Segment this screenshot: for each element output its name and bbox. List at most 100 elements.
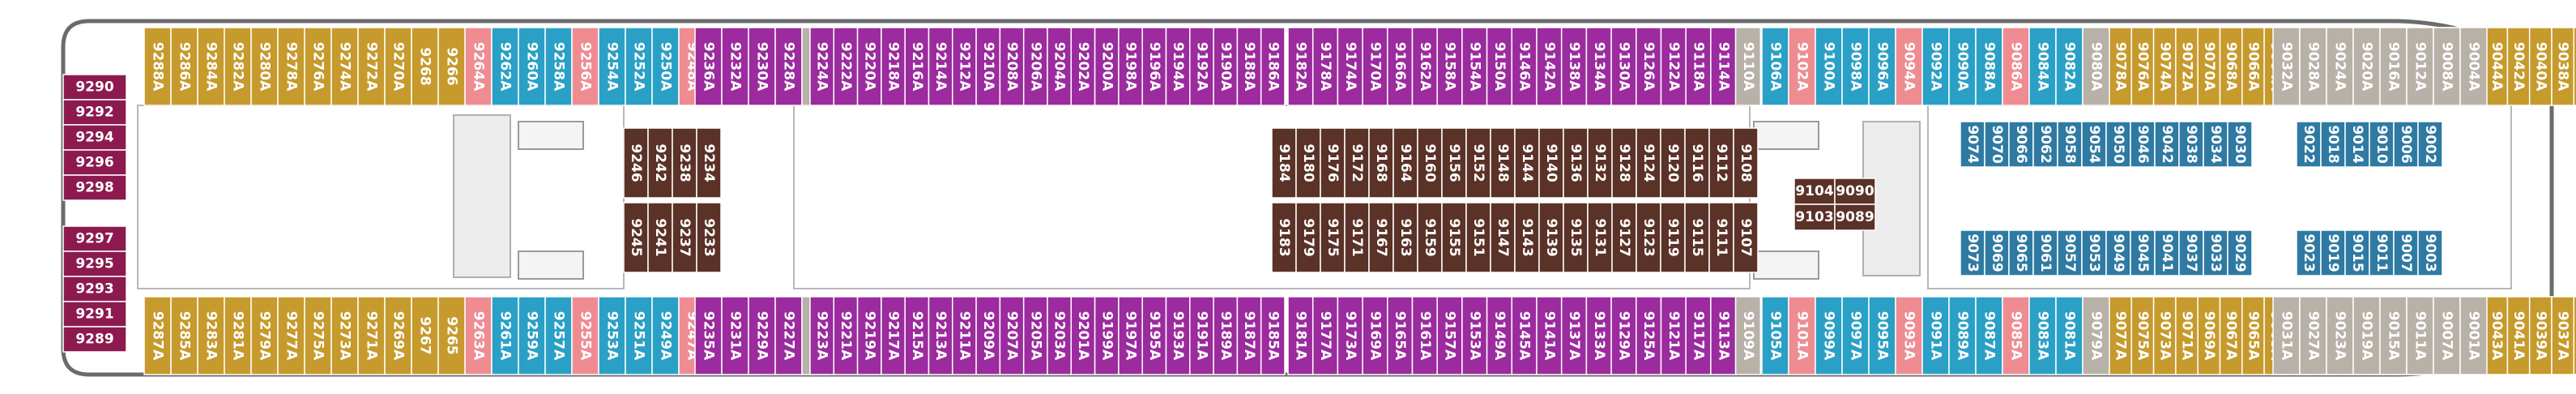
cabin-9029[interactable]: 9029 [2227, 229, 2253, 276]
cabin-9168[interactable]: 9168 [1368, 127, 1394, 199]
cabin-9105a[interactable]: 9105A [1761, 296, 1789, 375]
cabin-9236a[interactable]: 9236A [694, 27, 723, 106]
cabin-9192a[interactable]: 9192A [1189, 27, 1214, 106]
cabin-9172[interactable]: 9172 [1344, 127, 1370, 199]
cabin-9078a[interactable]: 9078A [2109, 27, 2133, 106]
cabin-9268[interactable]: 9268 [411, 27, 439, 106]
cabin-9007a[interactable]: 9007A [2433, 296, 2461, 375]
cabin-9237[interactable]: 9237 [672, 202, 697, 273]
cabin-9170a[interactable]: 9170A [1362, 27, 1388, 106]
cabin-9036a[interactable]: 9036A [2573, 27, 2576, 106]
cabin-9107[interactable]: 9107 [1733, 202, 1759, 273]
cabin-9162a[interactable]: 9162A [1411, 27, 1438, 106]
cabin-9134a[interactable]: 9134A [1585, 27, 1612, 106]
cabin-9218a[interactable]: 9218A [881, 27, 906, 106]
cabin-9117a[interactable]: 9117A [1685, 296, 1712, 375]
cabin-9193a[interactable]: 9193A [1165, 296, 1191, 375]
cabin-9298[interactable]: 9298 [62, 174, 127, 201]
cabin-9002[interactable]: 9002 [2417, 121, 2443, 168]
cabin-9081a[interactable]: 9081A [2055, 296, 2083, 375]
cabin-9037a[interactable]: 9037A [2551, 296, 2575, 375]
cabin-9074a[interactable]: 9074A [2152, 27, 2177, 106]
cabin-9181a[interactable]: 9181A [1287, 296, 1314, 375]
cabin-9085a[interactable]: 9085A [2002, 296, 2030, 375]
cabin-9076a[interactable]: 9076A [2130, 27, 2155, 106]
cabin-9281a[interactable]: 9281A [224, 296, 252, 375]
cabin-9178a[interactable]: 9178A [1311, 27, 1339, 106]
cabin-9277a[interactable]: 9277A [277, 296, 305, 375]
cabin-9260a[interactable]: 9260A [518, 27, 546, 106]
cabin-9253a[interactable]: 9253A [598, 296, 626, 375]
cabin-9137a[interactable]: 9137A [1560, 296, 1588, 375]
cabin-9205a[interactable]: 9205A [1022, 296, 1048, 375]
cabin-9272a[interactable]: 9272A [357, 27, 386, 106]
cabin-9213a[interactable]: 9213A [928, 296, 953, 375]
cabin-9145a[interactable]: 9145A [1511, 296, 1537, 375]
cabin-9065a[interactable]: 9065A [2241, 296, 2265, 375]
cabin-9250a[interactable]: 9250A [651, 27, 680, 106]
cabin-9141a[interactable]: 9141A [1536, 296, 1563, 375]
cabin-9082a[interactable]: 9082A [2055, 27, 2083, 106]
cabin-9246[interactable]: 9246 [623, 127, 649, 199]
cabin-9041[interactable]: 9041 [2154, 229, 2180, 276]
cabin-9099a[interactable]: 9099A [1815, 296, 1843, 375]
cabin-9143[interactable]: 9143 [1514, 202, 1540, 273]
cabin-9206a[interactable]: 9206A [1022, 27, 1048, 106]
cabin-9101a[interactable]: 9101A [1788, 296, 1816, 375]
cabin-9210a[interactable]: 9210A [975, 27, 1001, 106]
cabin-9073[interactable]: 9073 [1960, 229, 1985, 276]
cabin-9144[interactable]: 9144 [1514, 127, 1540, 199]
cabin-9050[interactable]: 9050 [2105, 121, 2131, 168]
cabin-9110a[interactable]: 9110A [1734, 27, 1762, 106]
cabin-9276a[interactable]: 9276A [304, 27, 332, 106]
cabin-9089a[interactable]: 9089A [1948, 296, 1977, 375]
cabin-9116[interactable]: 9116 [1684, 127, 1710, 199]
cabin-9038a[interactable]: 9038A [2551, 27, 2575, 106]
cabin-9286a[interactable]: 9286A [170, 27, 198, 106]
cabin-9066[interactable]: 9066 [2008, 121, 2034, 168]
cabin-9216a[interactable]: 9216A [904, 27, 930, 106]
cabin-9012a[interactable]: 9012A [2406, 27, 2434, 106]
cabin-9229a[interactable]: 9229A [748, 296, 776, 375]
cabin-9125a[interactable]: 9125A [1636, 296, 1662, 375]
cabin-9147[interactable]: 9147 [1490, 202, 1516, 273]
cabin-9073a[interactable]: 9073A [2152, 296, 2177, 375]
cabin-9123[interactable]: 9123 [1636, 202, 1661, 273]
cabin-9088a[interactable]: 9088A [1975, 27, 2003, 106]
cabin-9165a[interactable]: 9165A [1387, 296, 1414, 375]
cabin-9006[interactable]: 9006 [2393, 121, 2419, 168]
cabin-9160[interactable]: 9160 [1417, 127, 1443, 199]
cabin-9003[interactable]: 9003 [2417, 229, 2443, 276]
cabin-9004a[interactable]: 9004A [2459, 27, 2488, 106]
cabin-9042[interactable]: 9042 [2154, 121, 2180, 168]
cabin-9074[interactable]: 9074 [1960, 121, 1985, 168]
cabin-9174a[interactable]: 9174A [1337, 27, 1363, 106]
cabin-9075a[interactable]: 9075A [2130, 296, 2155, 375]
cabin-9148[interactable]: 9148 [1490, 127, 1516, 199]
cabin-9154a[interactable]: 9154A [1461, 27, 1488, 106]
cabin-9171[interactable]: 9171 [1344, 202, 1370, 273]
cabin-9070a[interactable]: 9070A [2197, 27, 2221, 106]
cabin-9066a[interactable]: 9066A [2241, 27, 2265, 106]
cabin-9065[interactable]: 9065 [2008, 229, 2034, 276]
cabin-9133a[interactable]: 9133A [1585, 296, 1612, 375]
cabin-9295[interactable]: 9295 [62, 251, 127, 277]
cabin-9279a[interactable]: 9279A [250, 296, 279, 375]
cabin-9127[interactable]: 9127 [1611, 202, 1637, 273]
cabin-9153a[interactable]: 9153A [1461, 296, 1488, 375]
cabin-9271a[interactable]: 9271A [357, 296, 386, 375]
cabin-9152[interactable]: 9152 [1465, 127, 1491, 199]
cabin-9023a[interactable]: 9023A [2326, 296, 2354, 375]
cabin-9262a[interactable]: 9262A [491, 27, 519, 106]
cabin-9129a[interactable]: 9129A [1610, 296, 1637, 375]
cabin-9031a[interactable]: 9031A [2272, 296, 2301, 375]
cabin-9251a[interactable]: 9251A [625, 296, 653, 375]
cabin-9290[interactable]: 9290 [62, 74, 127, 101]
cabin-9264a[interactable]: 9264A [464, 27, 493, 106]
cabin-9011a[interactable]: 9011A [2406, 296, 2434, 375]
cabin-9019[interactable]: 9019 [2320, 229, 2346, 276]
cabin-9156[interactable]: 9156 [1441, 127, 1467, 199]
cabin-9289[interactable]: 9289 [62, 326, 127, 353]
cabin-9130a[interactable]: 9130A [1610, 27, 1637, 106]
cabin-9167[interactable]: 9167 [1368, 202, 1394, 273]
